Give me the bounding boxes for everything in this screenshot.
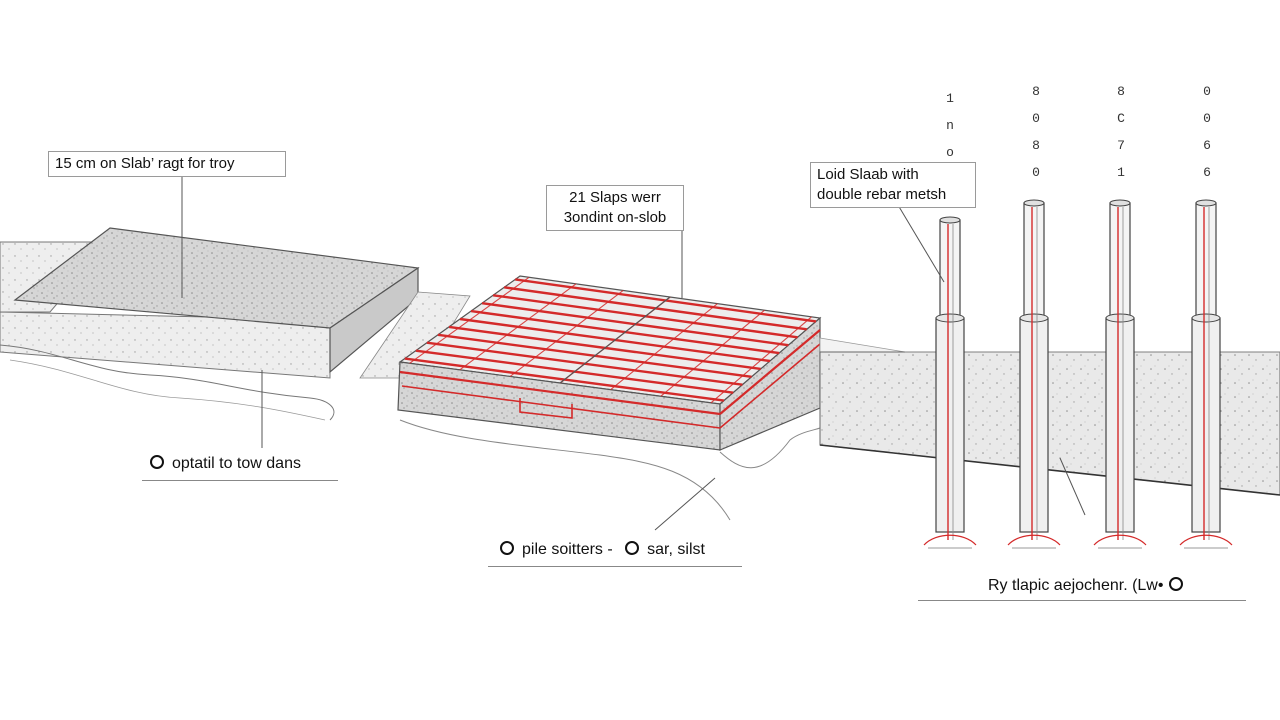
label-slab-middle-line-2: 3ondint on-slob bbox=[563, 209, 667, 226]
bullet-icon bbox=[1169, 577, 1184, 591]
bullet-icon bbox=[625, 541, 640, 555]
label-slab-left: 15 cm on Slab’ ragt for troy bbox=[48, 151, 286, 177]
pile-tick-label: 8 bbox=[1032, 138, 1040, 153]
caption-left-rule bbox=[142, 480, 338, 481]
bullet-icon bbox=[150, 455, 164, 469]
label-slab-right-line-1: Loid Slaab with bbox=[817, 166, 919, 183]
pile-tick-label: n bbox=[946, 118, 954, 133]
caption-right-text: Ry tlapic aejochenr. (Lw• bbox=[988, 577, 1164, 594]
caption-right: Ry tlapic aejochenr. (Lw• bbox=[988, 576, 1184, 596]
caption-right-rule bbox=[918, 600, 1246, 601]
bullet-icon bbox=[500, 541, 514, 555]
caption-middle-rule bbox=[488, 566, 742, 567]
pile-tick-label: 0 bbox=[1203, 111, 1211, 126]
pile-tick-label: 0 bbox=[1032, 111, 1040, 126]
rebar-grid bbox=[404, 276, 817, 404]
pile-tick-label: C bbox=[1117, 111, 1125, 126]
rebar-bar bbox=[409, 276, 530, 364]
pile bbox=[1179, 199, 1233, 549]
pile bbox=[1007, 199, 1061, 549]
pile-tick-label: 6 bbox=[1203, 138, 1211, 153]
caption-left-text: optatil to tow dans bbox=[172, 455, 301, 472]
caption-middle-text-a: pile soitters - bbox=[522, 541, 613, 558]
label-slab-right-line-2: double rebar metsh bbox=[817, 186, 947, 203]
caption-middle-text-b: sar, silst bbox=[647, 541, 705, 558]
pile-group bbox=[923, 199, 1233, 549]
pile-tick-label: 6 bbox=[1203, 165, 1211, 180]
label-slab-middle-line-1: 21 Slaps werr bbox=[569, 189, 661, 206]
rebar-bar bbox=[509, 290, 624, 377]
pile-tick-label: 1 bbox=[1117, 165, 1125, 180]
slab-joint bbox=[559, 296, 671, 384]
label-slab-right: Loid Slaab with double rebar metsh bbox=[810, 162, 976, 208]
pile-tick-label: 0 bbox=[1032, 165, 1040, 180]
pile bbox=[1093, 199, 1147, 549]
pile-tick-label: o bbox=[946, 145, 954, 160]
left-slab bbox=[0, 176, 471, 448]
pile-tick-label: 0 bbox=[1203, 84, 1211, 99]
pile-tick-label: 1 bbox=[946, 91, 954, 106]
rebar-bar bbox=[610, 303, 718, 391]
caption-left: optatil to tow dans bbox=[150, 454, 301, 474]
rebar-bar bbox=[660, 309, 765, 397]
label-slab-middle: 21 Slaps werr 3ondint on-slob bbox=[546, 185, 684, 231]
pile bbox=[923, 216, 977, 549]
pile-tick-label: 7 bbox=[1117, 138, 1125, 153]
pile-tick-label: 8 bbox=[1117, 84, 1125, 99]
caption-middle: pile soitters - sar, silst bbox=[500, 540, 705, 560]
rebar-bar bbox=[459, 283, 577, 371]
pile-tick-label: 8 bbox=[1032, 84, 1040, 99]
rebar-bar bbox=[710, 316, 812, 404]
